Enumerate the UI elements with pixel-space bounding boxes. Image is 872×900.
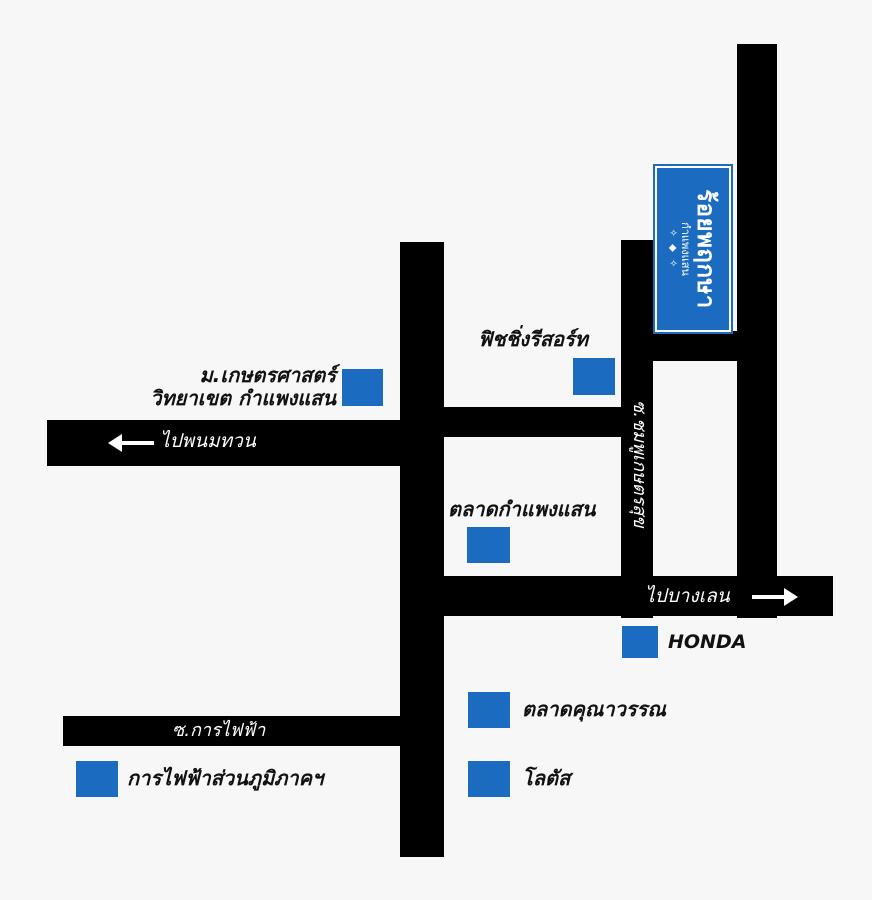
honda-marker xyxy=(622,626,658,658)
right-road-vertical xyxy=(737,44,777,618)
road-crossbar xyxy=(400,407,645,437)
soi-east-label: ซ.ชมพูเกษตรสุข xyxy=(629,400,650,528)
west-road-label: ไปพนมทวน xyxy=(160,430,256,452)
soi-vertical xyxy=(621,240,653,618)
kasetsart-line2: วิทยาเขต กำแพงแสน xyxy=(150,386,336,410)
khunnawan-label: ตลาดคุณาวรรณ xyxy=(522,697,666,721)
khunnawan-marker xyxy=(468,692,510,728)
arrow-left-icon xyxy=(108,434,154,452)
soi-south xyxy=(63,716,444,746)
destination-name: ร้อยพฤกษา xyxy=(692,189,721,309)
fishing-resort-label: ฟิชชิ่งรีสอร์ท xyxy=(478,327,588,351)
lotus-label: โลตัส xyxy=(522,766,571,790)
electricity-marker xyxy=(76,761,118,797)
destination-sign: ร้อยพฤกษา กำแพงแสน ✧ ◆ ✧ xyxy=(653,164,733,334)
kasetsart-marker xyxy=(342,369,383,406)
market-marker xyxy=(467,527,510,563)
east-road-label: ไปบางเลน xyxy=(645,585,730,607)
arrow-right-icon xyxy=(752,588,798,606)
lotus-marker xyxy=(468,761,510,797)
main-road-vertical xyxy=(400,242,444,857)
ornament-icon: ✧ ◆ ✧ xyxy=(666,228,678,270)
kasetsart-line1: ม.เกษตรศาสตร์ xyxy=(199,363,336,387)
destination-subtitle: กำแพงแสน xyxy=(678,222,692,276)
soi-south-label: ซ.การไฟฟ้า xyxy=(172,720,266,741)
electricity-label: การไฟฟ้าส่วนภูมิภาคฯ xyxy=(127,766,324,790)
honda-label: HONDA xyxy=(668,631,747,653)
fishing-resort-marker xyxy=(573,358,615,395)
market-label: ตลาดกำแพงแสน xyxy=(448,497,596,521)
kasetsart-label: ม.เกษตรศาสตร์ วิทยาเขต กำแพงแสน xyxy=(150,364,336,410)
